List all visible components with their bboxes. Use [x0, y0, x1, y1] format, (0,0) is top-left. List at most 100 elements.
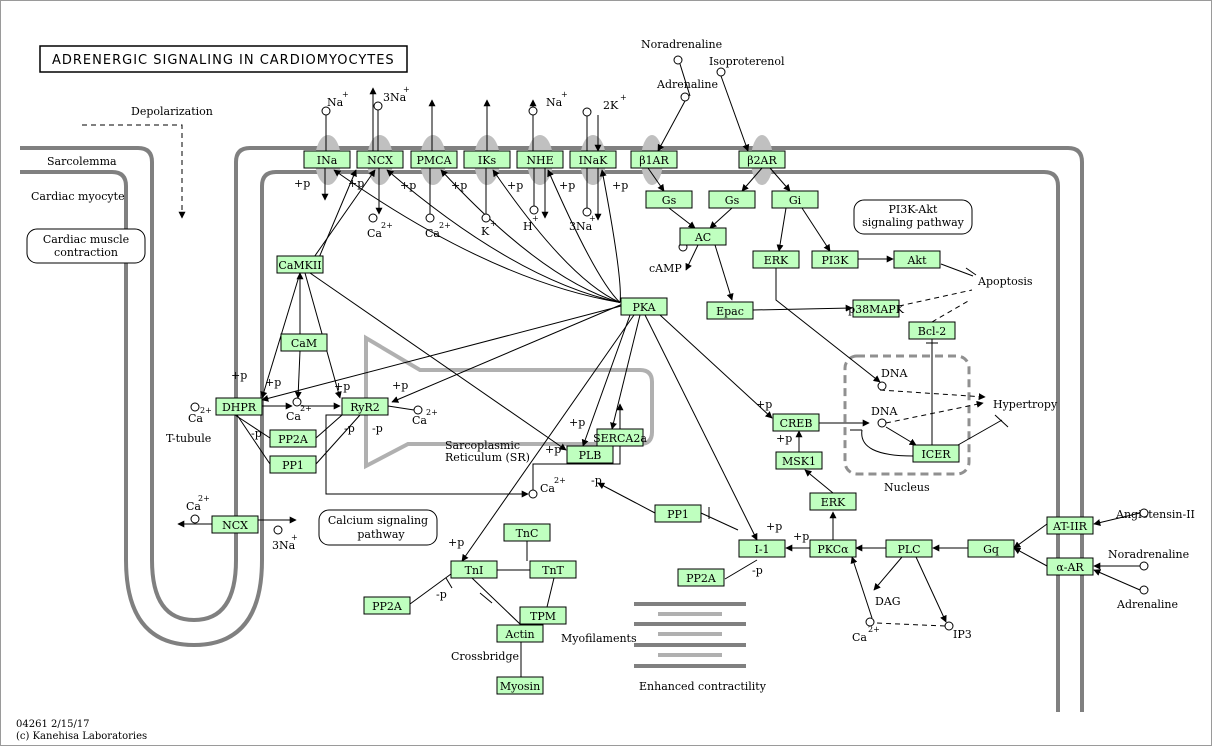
pathway-cardiac-muscle-contraction[interactable]: Cardiac muscle contraction [26, 228, 146, 264]
gene-ina[interactable]: INa [303, 150, 351, 169]
compound-circle[interactable] [582, 107, 592, 117]
gene-pka[interactable]: PKA [620, 297, 668, 316]
edge-line [957, 419, 1003, 446]
gene-pp2a2[interactable]: PP2A [677, 568, 725, 587]
edge-line [236, 414, 271, 465]
gene-epac[interactable]: Epac [706, 301, 754, 320]
gene-inak[interactable]: INaK [569, 150, 617, 169]
gene-ac[interactable]: AC [679, 227, 727, 246]
gene-i1[interactable]: I-1 [738, 539, 786, 558]
modification-label: +p [507, 179, 523, 192]
gene-pi3k[interactable]: PI3K [811, 250, 859, 269]
gene-plb[interactable]: PLB [566, 445, 614, 464]
gene-tni[interactable]: TnI [450, 560, 498, 579]
page-title: ADRENERGIC SIGNALING IN CARDIOMYOCYTES [52, 53, 395, 68]
compound-circle[interactable] [1139, 508, 1149, 518]
gene-pmca[interactable]: PMCA [410, 150, 458, 169]
edge-line [647, 167, 665, 192]
gene-serca[interactable]: SERCA2a [593, 428, 647, 447]
gene-gi[interactable]: Gi [771, 190, 819, 209]
gene-pp2a3[interactable]: PP2A [363, 596, 411, 615]
edge-line [1013, 547, 1048, 567]
pathway-label: contraction [54, 246, 118, 259]
gene-erk1[interactable]: ERK [752, 250, 800, 269]
myofilaments-label: Myofilaments [561, 632, 637, 645]
gene-b1ar[interactable]: β1AR [630, 150, 678, 169]
compound-circle[interactable] [716, 67, 726, 77]
gene-actin[interactable]: Actin [496, 624, 544, 643]
gene-label: Myosin [500, 680, 540, 693]
compound-circle[interactable] [528, 106, 538, 116]
gene-gq[interactable]: Gq [967, 539, 1015, 558]
compound-circle[interactable] [865, 617, 875, 627]
gene-at1r[interactable]: AT-IIR [1046, 516, 1094, 535]
compound-circle[interactable] [190, 402, 200, 412]
edge-line [659, 314, 773, 419]
compound-circle[interactable] [529, 205, 539, 215]
compound-circle[interactable] [190, 514, 200, 524]
gene-tpm[interactable]: TPM [519, 606, 567, 625]
edge-line [873, 556, 903, 591]
modification-label: -p [344, 422, 355, 435]
gene-dhpr[interactable]: DHPR [215, 397, 263, 416]
gene-akt[interactable]: Akt [893, 250, 941, 269]
gene-creb[interactable]: CREB [772, 413, 820, 432]
modification-label: +p [231, 369, 247, 382]
compound-circle[interactable] [944, 621, 954, 631]
gene-aar[interactable]: α-AR [1046, 557, 1094, 576]
compound-circle[interactable] [373, 101, 383, 111]
gene-erk2[interactable]: ERK [809, 492, 857, 511]
gene-gs1[interactable]: Gs [645, 190, 693, 209]
gene-label: I-1 [754, 543, 769, 556]
compound-circle[interactable] [877, 381, 887, 391]
compound-circle[interactable] [528, 489, 538, 499]
edge-line [546, 577, 555, 608]
gene-iks[interactable]: IKs [463, 150, 511, 169]
compound-circle[interactable] [292, 397, 302, 407]
gene-cam[interactable]: CaM [280, 333, 328, 352]
compound-circle[interactable] [481, 213, 491, 223]
ion-ca-label: Ca [188, 412, 203, 425]
gene-msk1[interactable]: MSK1 [775, 451, 823, 470]
compound-circle[interactable] [273, 525, 283, 535]
compound-circle[interactable] [413, 405, 423, 415]
gene-pp1b[interactable]: PP1 [654, 504, 702, 523]
gene-label: Actin [504, 628, 534, 641]
gene-ncx[interactable]: NCX [356, 150, 404, 169]
gene-tnc[interactable]: TnC [503, 523, 551, 542]
gene-tnt[interactable]: TnT [529, 560, 577, 579]
gene-myosin[interactable]: Myosin [496, 676, 544, 695]
compound-circle[interactable] [1139, 561, 1149, 571]
compound-circle[interactable] [1139, 585, 1149, 595]
edge-line [685, 244, 699, 271]
gene-nhe[interactable]: NHE [516, 150, 564, 169]
gene-bcl2[interactable]: Bcl-2 [908, 321, 956, 340]
edge-line [1013, 523, 1048, 549]
gene-p38[interactable]: p38MAPK [848, 299, 905, 318]
gene-b2ar[interactable]: β2AR [738, 150, 786, 169]
gene-icer[interactable]: ICER [912, 444, 960, 463]
gene-gs2[interactable]: Gs [708, 190, 756, 209]
pathway-calcium-signaling[interactable]: Calcium signaling pathway [318, 509, 438, 546]
compound-circle[interactable] [877, 418, 887, 428]
gene-ryr2[interactable]: RyR2 [341, 397, 389, 416]
ion-3na-label: 3Na [383, 91, 407, 104]
compound-circle[interactable] [673, 55, 683, 65]
compound-circle[interactable] [368, 213, 378, 223]
edge-line [801, 207, 831, 252]
gene-pp2a1[interactable]: PP2A [269, 429, 317, 448]
pathway-label: pathway [357, 528, 405, 541]
compound-circle[interactable] [680, 92, 690, 102]
gene-plc[interactable]: PLC [885, 539, 933, 558]
compound-circle[interactable] [425, 213, 435, 223]
gene-pp1a[interactable]: PP1 [269, 455, 317, 474]
gene-label: PLB [579, 449, 602, 462]
gene-pkca[interactable]: PKCα [809, 539, 857, 558]
gene-camk[interactable]: CaMKII [276, 255, 324, 274]
gene-ncx2[interactable]: NCX [211, 515, 259, 534]
compound-circle[interactable] [321, 106, 331, 116]
pathway-pi3k-akt[interactable]: PI3K-Akt signaling pathway [853, 199, 973, 235]
edge-line [597, 482, 656, 514]
compound-circle[interactable] [582, 207, 592, 217]
